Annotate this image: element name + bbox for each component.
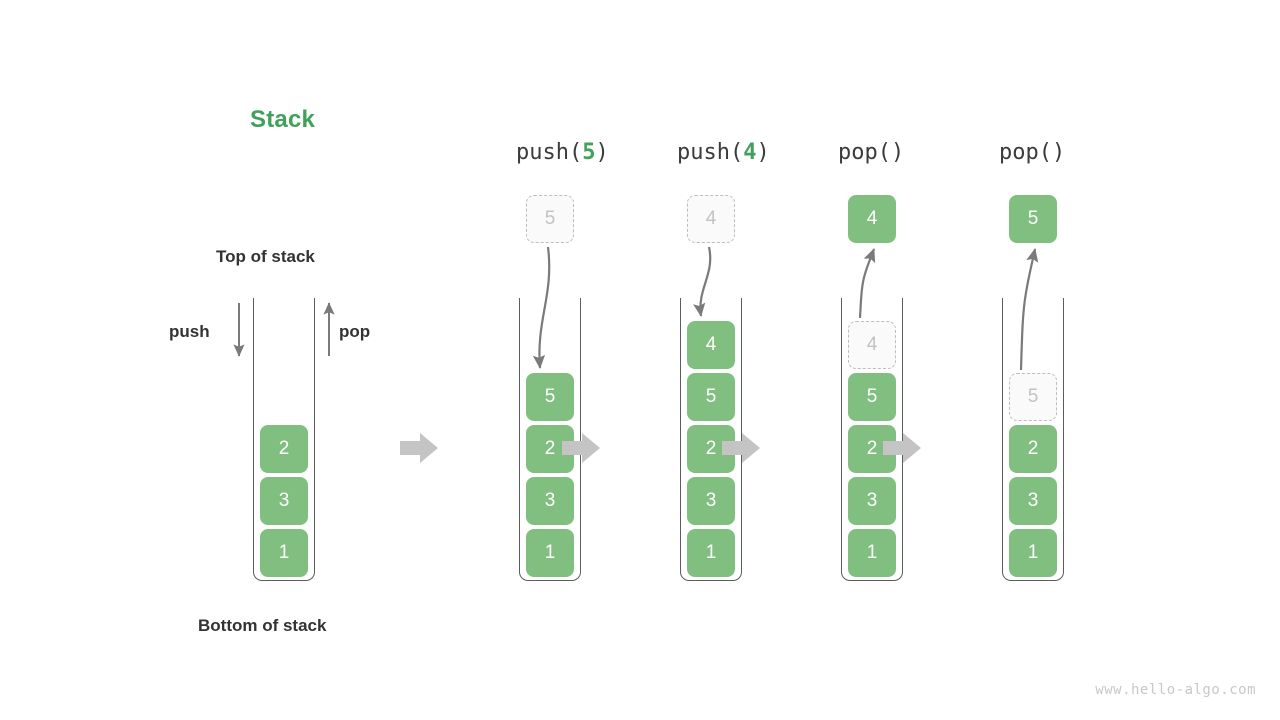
stack-cell: 1 bbox=[526, 529, 574, 577]
pop-label: pop bbox=[339, 322, 371, 341]
stack-cell-ghost: 4 bbox=[848, 321, 896, 369]
operation-name: pop( bbox=[838, 140, 891, 165]
operation-argument: 4 bbox=[743, 140, 757, 165]
page-title: Stack bbox=[250, 106, 316, 133]
stack-cell: 5 bbox=[848, 373, 896, 421]
stack-cell: 1 bbox=[1009, 529, 1057, 577]
operation-header-push-5: push(5) bbox=[516, 140, 609, 165]
popped-value-box: 5 bbox=[1009, 195, 1057, 243]
operation-paren: ) bbox=[890, 140, 905, 165]
stack-cell: 2 bbox=[687, 425, 735, 473]
top-of-stack-label: Top of stack bbox=[216, 247, 315, 266]
operation-name: pop( bbox=[999, 140, 1052, 165]
stack-cell: 4 bbox=[687, 321, 735, 369]
push-label: push bbox=[169, 322, 210, 341]
stack-cell: 1 bbox=[260, 529, 308, 577]
stack-cell: 5 bbox=[687, 373, 735, 421]
popped-value-box: 4 bbox=[848, 195, 896, 243]
incoming-value-ghost-box: 5 bbox=[526, 195, 574, 243]
stack-cell: 1 bbox=[848, 529, 896, 577]
frame-separator-arrow-0 bbox=[400, 433, 438, 463]
operation-header-pop-1: pop() bbox=[838, 140, 904, 165]
stack-cell: 2 bbox=[848, 425, 896, 473]
stack-cell: 5 bbox=[526, 373, 574, 421]
watermark: www.hello-algo.com bbox=[1095, 682, 1256, 698]
stack-cell: 3 bbox=[260, 477, 308, 525]
stack-cell: 1 bbox=[687, 529, 735, 577]
incoming-value-ghost-box: 4 bbox=[687, 195, 735, 243]
operation-header-push-4: push(4) bbox=[677, 140, 770, 165]
separator-shape bbox=[400, 433, 438, 463]
operation-name: push( bbox=[677, 140, 744, 165]
stack-cell: 3 bbox=[1009, 477, 1057, 525]
stack-cell: 2 bbox=[526, 425, 574, 473]
stack-cell: 3 bbox=[526, 477, 574, 525]
operation-paren: ) bbox=[756, 140, 770, 165]
stack-cell-ghost: 5 bbox=[1009, 373, 1057, 421]
stack-cell: 3 bbox=[687, 477, 735, 525]
operation-argument: 5 bbox=[582, 140, 596, 165]
bottom-of-stack-label: Bottom of stack bbox=[198, 616, 327, 635]
stack-cell: 2 bbox=[260, 425, 308, 473]
stack-cell: 3 bbox=[848, 477, 896, 525]
operation-name: push( bbox=[516, 140, 583, 165]
operation-header-pop-2: pop() bbox=[999, 140, 1065, 165]
operation-arrows bbox=[233, 246, 1039, 463]
operation-paren: ) bbox=[595, 140, 609, 165]
operation-paren: ) bbox=[1051, 140, 1066, 165]
stack-cell: 2 bbox=[1009, 425, 1057, 473]
